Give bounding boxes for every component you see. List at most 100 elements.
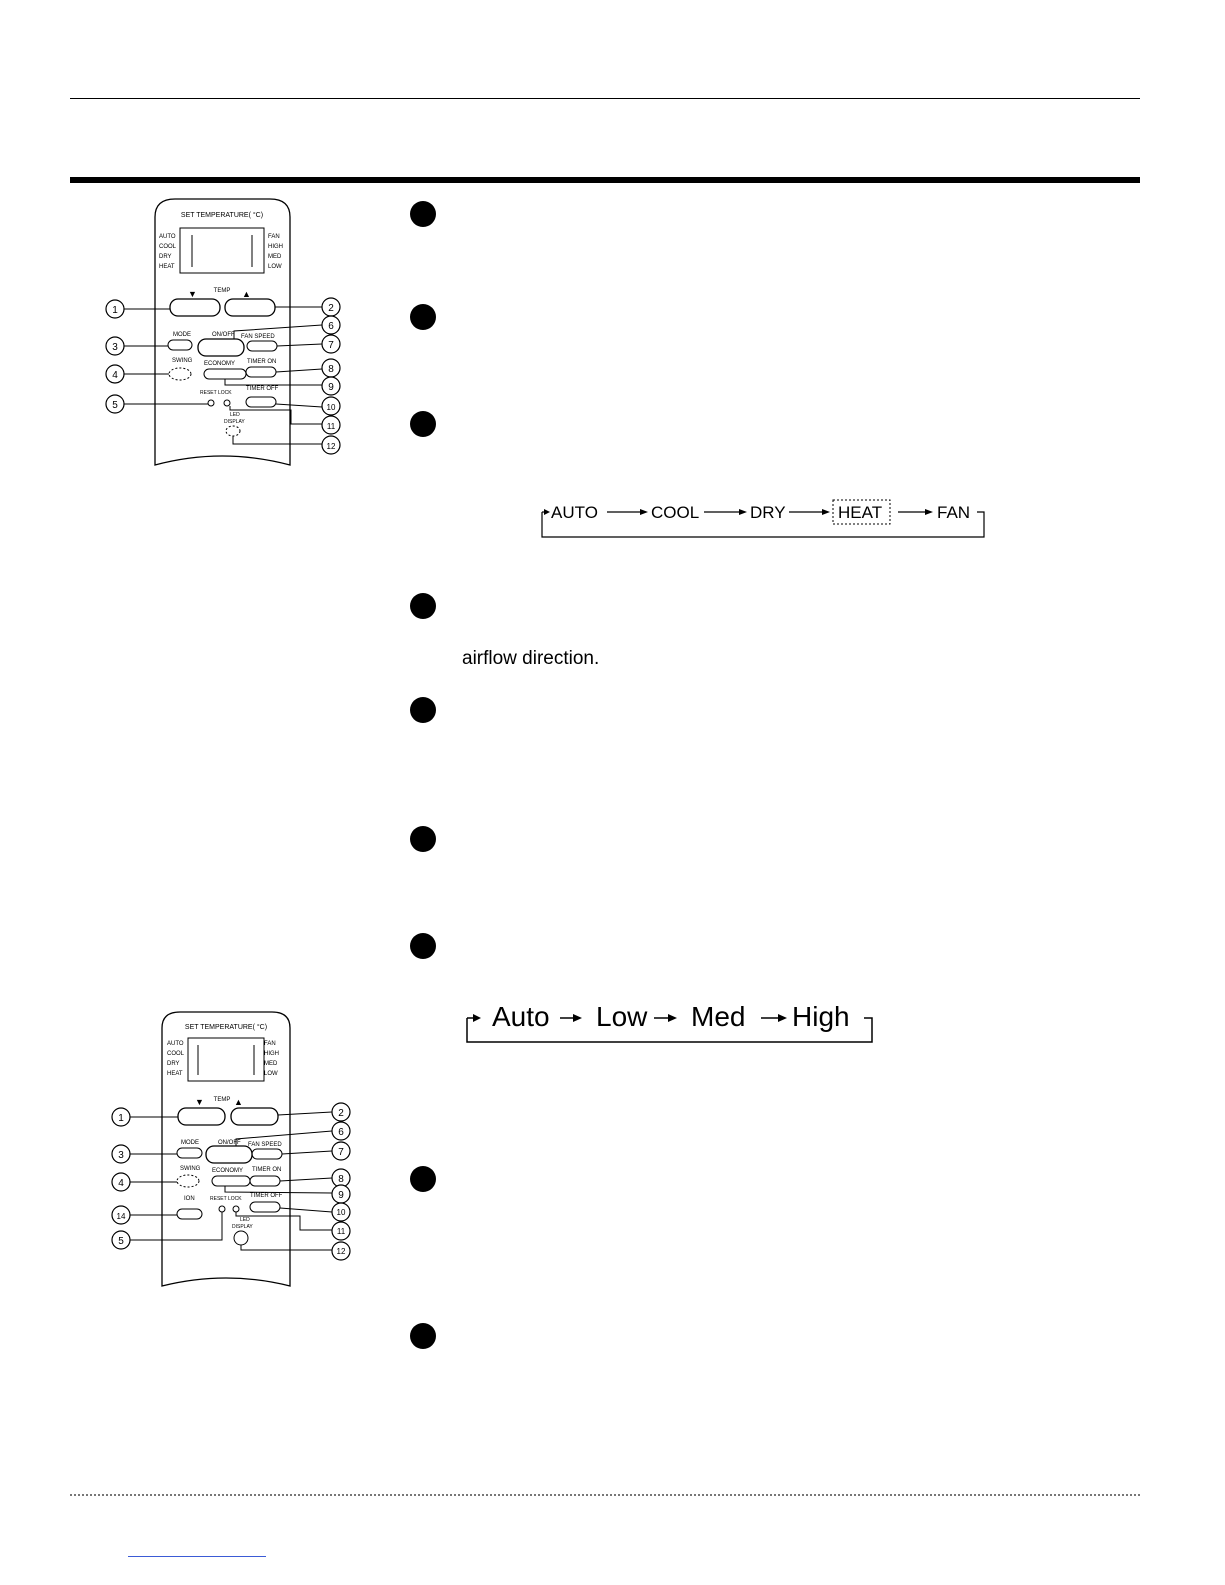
flow-med: Med <box>691 1001 745 1032</box>
led-label-2: LED <box>240 1217 250 1223</box>
set-temperature-label-2: SET TEMPERATURE( °C) <box>185 1023 267 1031</box>
flow-fan: FAN <box>937 503 970 522</box>
flow-dry: DRY <box>750 503 786 522</box>
down-arrow-icon-2: ▼ <box>195 1097 204 1107</box>
economy-label-2: ECONOMY <box>212 1168 243 1174</box>
fan-med-2: MED <box>264 1061 278 1067</box>
callout2-5: 5 <box>118 1236 124 1247</box>
fan-low: LOW <box>268 264 282 270</box>
bullet-3 <box>410 411 436 437</box>
callout2-3: 3 <box>118 1150 124 1161</box>
display-label: DISPLAY <box>224 419 245 425</box>
bullet-5 <box>410 697 436 723</box>
bullet-7 <box>410 933 436 959</box>
up-arrow-icon: ▲ <box>242 289 251 299</box>
mode-auto-2: AUTO <box>167 1041 184 1047</box>
callout2-14: 14 <box>117 1212 126 1221</box>
timer-on-label: TIMER ON <box>247 359 276 365</box>
footer-rule <box>70 1494 1140 1496</box>
on-off-label: ON/OFF <box>212 332 235 338</box>
reset-lock-label-2: RESET LOCK <box>210 1196 242 1202</box>
bullet-9 <box>410 1323 436 1349</box>
mode-auto: AUTO <box>159 234 176 240</box>
flow-high: High <box>792 1001 850 1032</box>
fan-label: FAN <box>268 234 280 240</box>
callout2-12: 12 <box>337 1247 346 1256</box>
mode-button-label: MODE <box>173 332 191 338</box>
temp-down-button <box>169 298 221 317</box>
bullet-6 <box>410 826 436 852</box>
remote-diagram-2: SET TEMPERATURE( °C) AUTO COOL DRY HEAT … <box>111 1011 351 1287</box>
swing-label: SWING <box>172 358 193 364</box>
up-arrow-icon-2: ▲ <box>234 1097 243 1107</box>
callout-5: 5 <box>112 400 118 411</box>
timer-off-button-2 <box>249 1201 281 1213</box>
on-off-button <box>197 338 245 357</box>
fan-high: HIGH <box>268 244 283 250</box>
temp-label-2: TEMP <box>214 1097 231 1103</box>
callout2-9: 9 <box>338 1190 344 1201</box>
timer-on-label-2: TIMER ON <box>252 1167 281 1173</box>
callout2-8: 8 <box>338 1174 344 1185</box>
mode-heat: HEAT <box>159 264 175 270</box>
callout-1: 1 <box>112 305 118 316</box>
callout-4: 4 <box>112 370 118 381</box>
swing-label-2: SWING <box>180 1166 201 1172</box>
mode-heat-2: HEAT <box>167 1071 183 1077</box>
bullet-1 <box>410 201 436 227</box>
flow-heat: HEAT <box>838 503 882 522</box>
temp-label: TEMP <box>214 288 231 294</box>
flow-cool: COOL <box>651 503 699 522</box>
down-arrow-icon: ▼ <box>188 289 197 299</box>
header-rule <box>70 98 1140 99</box>
bullet-2 <box>410 304 436 330</box>
mode-button-label-2: MODE <box>181 1140 199 1146</box>
callout-12: 12 <box>327 442 336 451</box>
economy-label: ECONOMY <box>204 361 235 367</box>
callout-2: 2 <box>328 303 334 314</box>
on-off-label-2: ON/OFF <box>218 1140 241 1146</box>
fan-speed-label: FAN SPEED <box>241 334 275 340</box>
flow-low: Low <box>596 1001 648 1032</box>
airflow-text: airflow direction. <box>462 648 600 669</box>
mode-dry-2: DRY <box>167 1061 180 1067</box>
flow-auto: AUTO <box>551 503 598 522</box>
mode-dry: DRY <box>159 254 172 260</box>
fan-label-2: FAN <box>264 1041 276 1047</box>
remote-diagram-1: SET TEMPERATURE( °C) AUTO COOL DRY HEAT … <box>105 198 341 466</box>
mode-cycle-diagram: AUTO COOL DRY HEAT FAN <box>541 499 985 538</box>
callout-11: 11 <box>327 422 336 431</box>
callout2-2: 2 <box>338 1108 344 1119</box>
callout-10: 10 <box>327 403 336 412</box>
led-label: LED <box>230 412 240 418</box>
callout-7: 7 <box>328 340 334 351</box>
callout2-10: 10 <box>337 1208 346 1217</box>
callout2-1: 1 <box>118 1113 124 1124</box>
ion-label: ION <box>184 1196 195 1202</box>
footer-link-underline[interactable] <box>128 1556 266 1557</box>
fan-med: MED <box>268 254 282 260</box>
callout-6: 6 <box>328 321 334 332</box>
mode-cool: COOL <box>159 244 177 250</box>
section-rule <box>70 177 1140 183</box>
callout-9: 9 <box>328 382 334 393</box>
bullet-4 <box>410 593 436 619</box>
ion-button <box>176 1208 203 1220</box>
timer-off-button <box>245 396 277 408</box>
fan-speed-label-2: FAN SPEED <box>248 1142 282 1148</box>
fan-high-2: HIGH <box>264 1051 279 1057</box>
mode-button <box>167 339 193 351</box>
flow-auto-speed: Auto <box>492 1001 550 1032</box>
temp-up-button-2 <box>230 1107 279 1126</box>
timer-off-label: TIMER OFF <box>246 386 279 392</box>
mode-button-2 <box>176 1147 203 1159</box>
timer-off-label-2: TIMER OFF <box>250 1193 283 1199</box>
fan-low-2: LOW <box>264 1071 278 1077</box>
mode-cool-2: COOL <box>167 1051 185 1057</box>
callout-8: 8 <box>328 364 334 375</box>
display-label-2: DISPLAY <box>232 1224 253 1230</box>
bullet-8 <box>410 1166 436 1192</box>
reset-lock-label: RESET LOCK <box>200 390 232 396</box>
callout2-6: 6 <box>338 1127 344 1138</box>
callout2-4: 4 <box>118 1178 124 1189</box>
